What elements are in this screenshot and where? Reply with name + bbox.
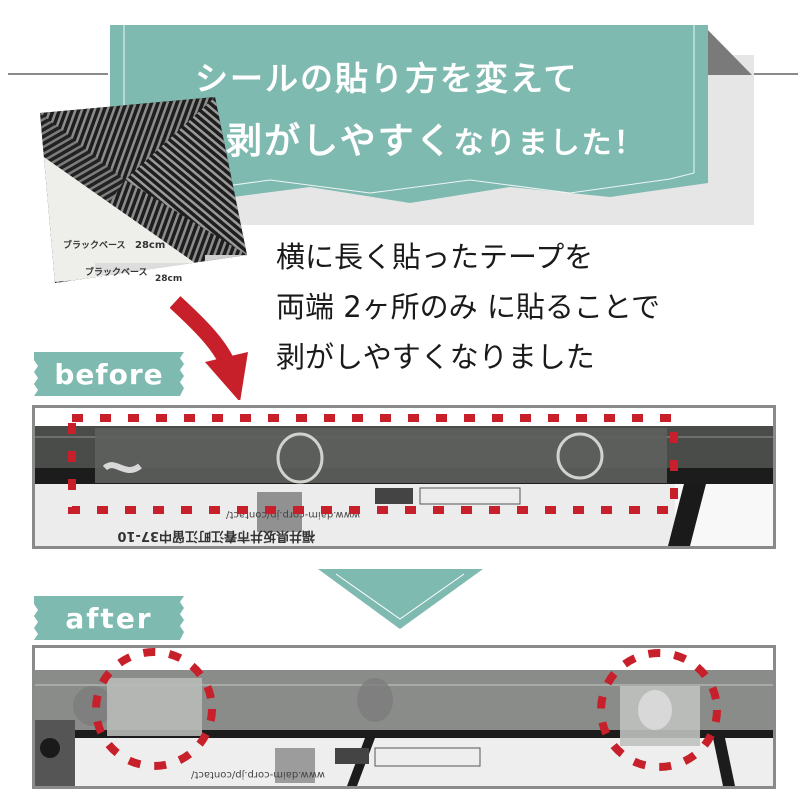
before-photo-image: www.daim-corp.jp/contact/ 福井県坂井市春江町江留中37… bbox=[35, 408, 773, 546]
description-line: 横に長く貼ったテープを bbox=[276, 240, 594, 274]
description-text: 横に長く貼ったテープを 両端 2ヶ所のみ に貼ることで 剥がしやすくなりました bbox=[276, 232, 660, 382]
banner-emphasis: 剥がしやすく bbox=[226, 121, 454, 162]
svg-text:ブラックベース: ブラックベース bbox=[63, 239, 126, 251]
svg-text:www.daim-corp.jp/contact/: www.daim-corp.jp/contact/ bbox=[225, 509, 360, 520]
svg-text:28cm: 28cm bbox=[155, 274, 182, 284]
description-line: 剥がしやすくなりました bbox=[276, 340, 595, 374]
banner-headline-line1: シールの貼り方を変えて bbox=[195, 59, 579, 98]
svg-text:www.daim-corp.jp/contact/: www.daim-corp.jp/contact/ bbox=[190, 769, 325, 780]
banner-headline-line2: 剥がしやすくなりました！ bbox=[226, 112, 646, 164]
before-tag bbox=[34, 352, 184, 396]
description-line: 両端 2ヶ所のみ に貼ることで bbox=[276, 290, 661, 324]
before-photo: www.daim-corp.jp/contact/ 福井県坂井市春江町江留中37… bbox=[32, 405, 776, 549]
after-tag bbox=[34, 596, 184, 640]
down-arrow-icon bbox=[318, 569, 483, 629]
highlight-rectangle bbox=[68, 414, 678, 514]
after-tag-label: after bbox=[65, 601, 153, 635]
highlight-circle-left bbox=[92, 648, 216, 770]
red-arrow-icon bbox=[170, 296, 248, 400]
banner-rest: なりました！ bbox=[453, 126, 646, 161]
banner-fold-icon bbox=[703, 25, 752, 75]
top-rule-left bbox=[8, 73, 108, 75]
after-photo-image: www.daim-corp.jp/contact/ bbox=[35, 648, 773, 786]
svg-text:ブラックベース: ブラックベース bbox=[85, 266, 148, 278]
svg-text:28cm: 28cm bbox=[135, 240, 165, 251]
top-rule-right bbox=[750, 73, 798, 75]
after-photo: www.daim-corp.jp/contact/ bbox=[32, 645, 776, 789]
highlight-circle-right bbox=[597, 649, 721, 771]
highlight-circles bbox=[92, 648, 721, 771]
before-tag-label: before bbox=[54, 357, 164, 391]
svg-text:福井県坂井市春江町江留中37-10: 福井県坂井市春江町江留中37-10 bbox=[117, 528, 316, 544]
product-photo: ブラックベース 28cm ブラックベース 28cm bbox=[40, 97, 247, 284]
